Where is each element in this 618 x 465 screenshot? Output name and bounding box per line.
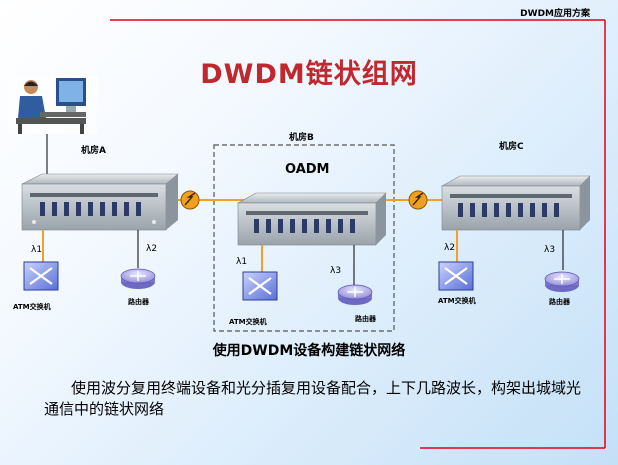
frame-lines [110, 19, 606, 449]
atm-switch-c-icon [438, 261, 474, 291]
computer-user-icon [8, 76, 98, 134]
room-b-lambda-1: λ1 [236, 257, 248, 267]
atm-switch-b-icon [242, 271, 278, 301]
router-c-icon [544, 271, 580, 292]
description-text: 使用波分复用终端设备和光分插复用设备配合，上下几路波长，构架出城域光通信中的链状… [44, 379, 582, 418]
page-title: DWDM链状组网 [200, 59, 418, 90]
dwdm-terminal-c-icon [440, 175, 591, 231]
room-b-label: 机房B [289, 133, 314, 143]
room-a-router-label: 路由器 [128, 298, 149, 306]
room-c-router-label: 路由器 [549, 298, 570, 306]
oadm-label: OADM [285, 162, 330, 177]
room-c-atm-label: ATM交换机 [438, 297, 476, 305]
room-b-atm-label: ATM交换机 [229, 318, 267, 326]
fiber-link-ab-icon [180, 190, 200, 210]
room-b-lambda-3: λ3 [330, 266, 342, 276]
room-a-label: 机房A [81, 146, 106, 156]
room-a-atm-label: ATM交换机 [13, 303, 51, 311]
oadm-device-icon [236, 192, 387, 246]
oadm-dashed-box [213, 144, 395, 332]
router-a-icon [120, 268, 156, 289]
room-b-router-label: 路由器 [355, 315, 376, 323]
fiber-link-bc-icon [408, 190, 428, 210]
atm-switch-a-icon [23, 261, 59, 291]
room-c-label: 机房C [499, 142, 524, 152]
room-c-lambda-2: λ2 [444, 243, 456, 253]
header-label: DWDM应用方案 [520, 9, 590, 19]
router-b-icon [337, 284, 373, 305]
dwdm-terminal-a-icon [21, 173, 179, 231]
room-a-lambda-1: λ1 [31, 245, 43, 255]
room-c-lambda-3: λ3 [544, 245, 556, 255]
diagram-caption: 使用DWDM设备构建链状网络 [212, 343, 406, 359]
room-a-lambda-2: λ2 [146, 244, 158, 254]
